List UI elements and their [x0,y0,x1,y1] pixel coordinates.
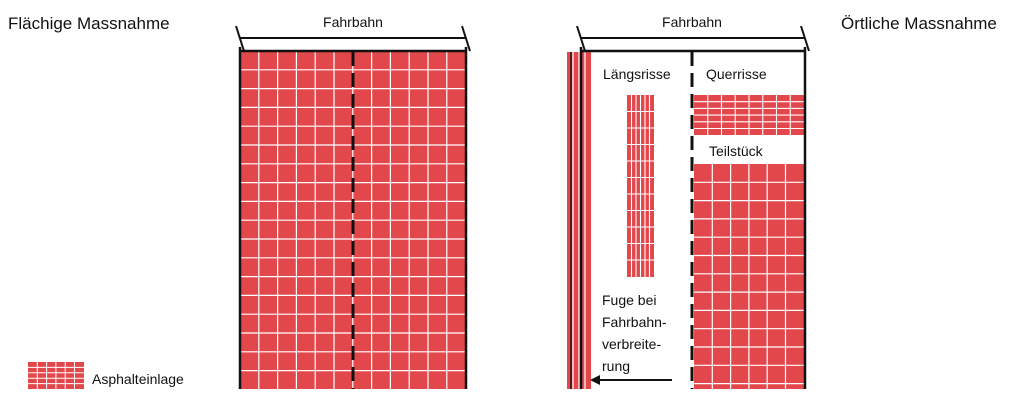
fuge-label-line-4: rung [602,358,630,374]
querrisse-patch-grid [694,95,804,135]
right-panel: Fahrbahn Längsrisse Querrisse Teilstück … [567,14,810,389]
teilstueck-label: Teilstück [709,143,764,159]
right-roadway-dimension: Fahrbahn [576,14,810,52]
joint-strip-grid [572,52,586,389]
left-title: Flächige Massnahme [8,14,170,33]
laengsrisse-patch-grid [627,95,654,277]
fuge-label-line-3: verbreite- [602,336,661,352]
fuge-label-line-2: Fahrbahn- [602,314,667,330]
teilstueck-patch-grid [694,164,804,389]
querrisse-label: Querrisse [706,66,767,82]
legend-swatch-grid [28,362,84,389]
dimension-tick-left [576,25,586,52]
dimension-tick-right [461,25,471,52]
joint-arrow [590,375,672,385]
fuge-label: Fuge bei Fahrbahn- verbreite- rung [602,292,667,374]
right-roadway-label: Fahrbahn [662,14,722,30]
dimension-tick-left [235,25,245,52]
right-title: Örtliche Massnahme [841,14,997,33]
arrow-head [590,375,600,385]
left-roadway-dimension: Fahrbahn [235,14,471,52]
legend: Asphalteinlage [28,362,184,389]
laengsrisse-label: Längsrisse [603,66,671,82]
left-panel: Fahrbahn [235,14,471,389]
legend-label: Asphalteinlage [92,371,184,387]
dimension-tick-right [800,25,810,52]
left-roadway-label: Fahrbahn [323,14,383,30]
fuge-label-line-1: Fuge bei [602,292,656,308]
